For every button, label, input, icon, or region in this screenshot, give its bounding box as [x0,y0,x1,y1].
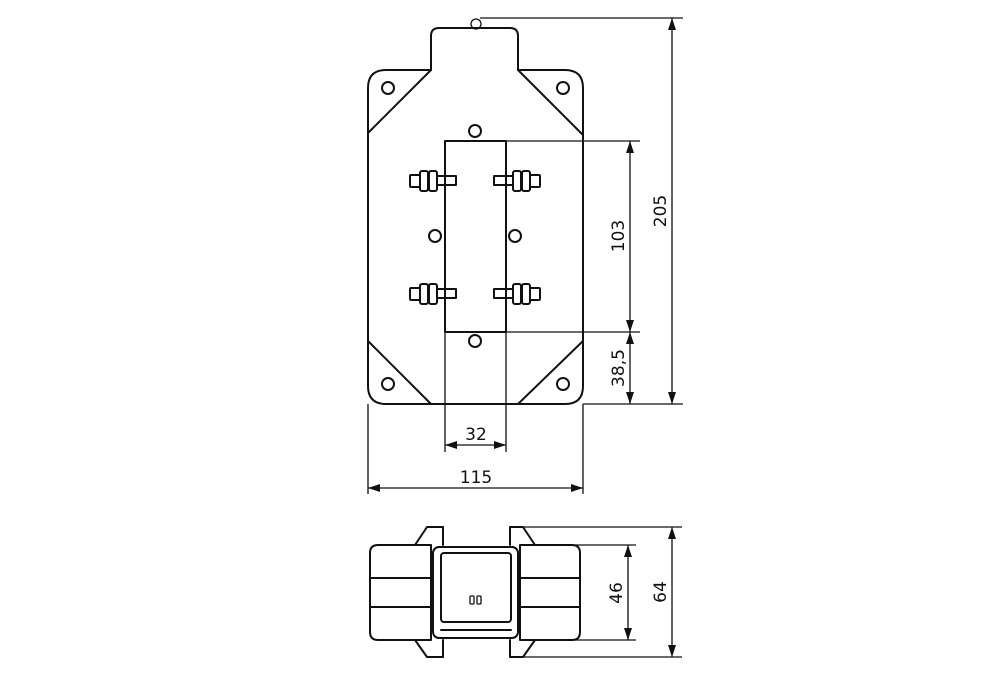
side-center-window [440,552,512,623]
dimension-total-height: 205 [480,17,683,405]
corner-chamfer-top-left [367,69,432,134]
side-view [369,526,581,658]
dimension-module-height: 103 [506,140,640,333]
side-left-flange [414,526,444,658]
label-bottom-offset: 38,5 [609,349,629,387]
enclosure-outline [367,27,584,405]
label-total-width: 115 [460,468,492,488]
dimension-total-width: 115 [367,404,584,494]
clamp-top-left [409,170,457,192]
module-hole-bottom [468,334,482,348]
corner-chamfer-bottom-right [517,340,584,405]
label-total-height: 205 [651,195,671,227]
top-lug [470,18,482,30]
slot-mark-left [469,595,475,605]
module-hole-left [428,229,442,243]
mounting-hole-bottom-left [381,377,395,391]
dimension-bottom-offset: 38,5 [609,332,634,404]
label-side-inner-height: 46 [607,582,627,604]
corner-chamfer-top-right [517,69,584,136]
label-module-width: 32 [465,425,487,445]
label-side-total-height: 64 [651,581,671,603]
module-hole-top [468,124,482,138]
clamp-bottom-right [493,283,541,305]
module-hole-right [508,229,522,243]
dimension-module-width: 32 [444,332,507,452]
dimension-side-total-height: 64 [523,526,682,658]
clamp-top-right [493,170,541,192]
mounting-hole-top-right [556,81,570,95]
clamp-bottom-left [409,283,457,305]
dimension-side-inner-height: 46 [520,544,636,641]
side-center-cover [432,546,519,639]
side-left-block [369,544,432,641]
mounting-hole-top-left [381,81,395,95]
corner-chamfer-bottom-left [367,340,432,405]
central-module [444,140,507,333]
mounting-hole-bottom-right [556,377,570,391]
label-module-height: 103 [609,220,629,252]
side-right-flange [509,526,536,658]
side-right-block [519,544,581,641]
slot-mark-right [476,595,482,605]
front-view [367,18,584,405]
